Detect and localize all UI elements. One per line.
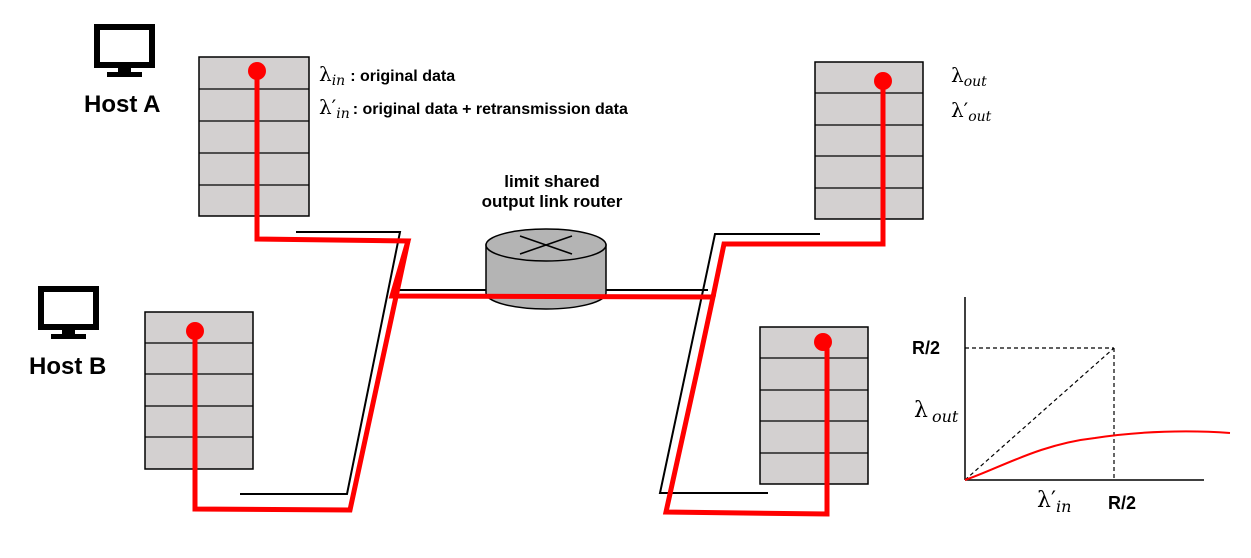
legend-lambda-in-prime: λ′in: original data + retransmission dat… [319,95,628,122]
host-a-label: Host A [84,91,160,118]
throughput-graph [964,297,1231,481]
graph-y-tick-r2: R/2 [912,338,940,358]
host-b-monitor-icon [38,286,99,339]
network-links [240,231,820,495]
host-b-label: Host B [29,353,106,380]
flow-host-b [192,240,411,513]
router-label-line1: limit shared [504,172,599,191]
router [485,228,607,310]
graph-x-label: λ′in [1037,488,1071,516]
graph-throughput-curve [964,430,1231,481]
buffer-host-a [198,56,310,217]
legend-lambda-in: λin: original data [319,62,455,89]
host-a-monitor-icon [94,24,155,77]
flow-to-receiver-top [710,81,886,298]
legend-lambda-out-prime: λ′out [951,98,992,125]
traffic-flow [192,71,886,517]
graph-x-tick-r2: R/2 [1108,493,1136,513]
graph-ideal-line [964,347,1115,481]
router-x-icon [519,235,573,255]
buffer-receiver-bottom [759,326,869,485]
flow-endpoints [186,62,892,351]
legend-lambda-out: λout [951,63,987,90]
router-label-line2: output link router [482,192,623,211]
buffer-receiver-top [814,61,924,220]
